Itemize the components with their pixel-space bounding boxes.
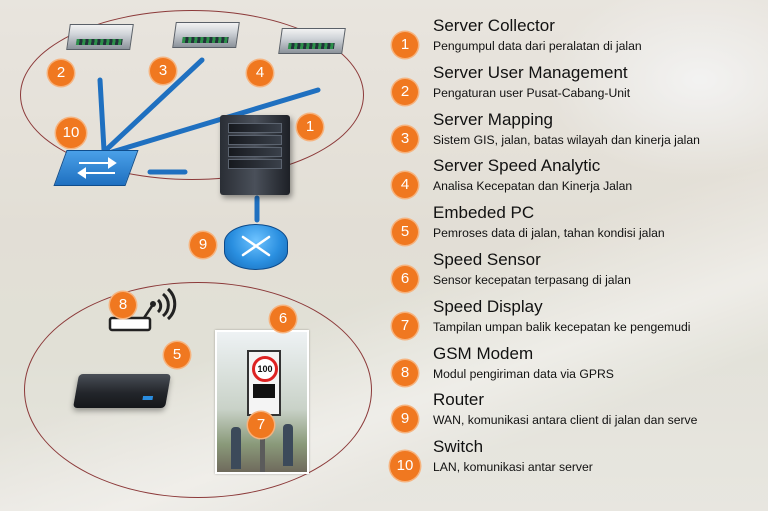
component-legend: 1 Server Collector Pengumpul data dari p… (390, 14, 762, 482)
legend-badge: 5 (392, 219, 418, 246)
legend-desc: Sistem GIS, jalan, batas wilayah dan kin… (433, 132, 700, 147)
badge-6: 6 (270, 306, 296, 332)
legend-item: 1 Server Collector Pengumpul data dari p… (392, 14, 762, 61)
legend-desc: Analisa Kecepatan dan Kinerja Jalan (433, 179, 633, 194)
legend-item: 8 GSM Modem Modul pengiriman data via GP… (392, 342, 762, 389)
legend-badge: 4 (392, 172, 418, 199)
router-icon (224, 224, 288, 270)
legend-title: Server Collector (433, 16, 555, 35)
legend-title: Server User Management (433, 62, 628, 82)
legend-badge: 6 (392, 265, 418, 292)
badge-2: 2 (48, 60, 74, 86)
server-collector-icon (220, 115, 290, 195)
legend-desc: Tampilan umpan balik kecepatan ke pengem… (433, 319, 691, 334)
badge-9: 9 (190, 232, 216, 258)
badge-3: 3 (150, 58, 176, 84)
speed-sign: 100 (247, 350, 281, 416)
legend-item: 10 Switch LAN, komunikasi antar server (390, 435, 762, 482)
badge-4: 4 (247, 60, 273, 86)
speed-limit-value: 100 (252, 356, 278, 382)
legend-title: GSM Modem (433, 343, 534, 363)
legend-desc: LAN, komunikasi antar server (433, 460, 593, 475)
legend-badge: 1 (392, 32, 418, 58)
legend-item: 6 Speed Sensor Sensor kecepatan terpasan… (392, 248, 762, 295)
gsm-modem-icon (108, 288, 177, 332)
server-cluster-ring (20, 10, 364, 180)
legend-item: 9 Router WAN, komunikasi antara client d… (392, 388, 762, 435)
legend-item: 4 Server Speed Analytic Analisa Kecepata… (392, 154, 762, 201)
legend-desc: WAN, komunikasi antara client di jalan d… (433, 413, 698, 428)
legend-title: Speed Display (433, 296, 543, 316)
legend-badge: 7 (392, 312, 418, 339)
legend-title: Switch (433, 437, 484, 457)
badge-1: 1 (297, 114, 323, 140)
server-user-management-icon (66, 24, 134, 50)
legend-desc: Pemroses data di jalan, tahan kondisi ja… (433, 226, 665, 241)
legend-desc: Sensor kecepatan terpasang di jalan (433, 272, 631, 287)
legend-title: Server Speed Analytic (433, 156, 601, 176)
legend-desc: Pengumpul data dari peralatan di jalan (433, 39, 642, 53)
server-speed-analytic-icon (278, 28, 346, 54)
legend-item: 7 Speed Display Tampilan umpan balik kec… (392, 295, 762, 342)
legend-badge: 10 (390, 451, 420, 482)
legend-title: Router (433, 390, 485, 410)
legend-title: Speed Sensor (433, 249, 541, 269)
legend-title: Embeded PC (433, 203, 535, 223)
legend-item: 2 Server User Management Pengaturan user… (392, 61, 762, 108)
badge-10: 10 (56, 118, 86, 148)
legend-badge: 9 (392, 406, 418, 433)
badge-7: 7 (248, 412, 274, 438)
legend-badge: 8 (392, 359, 418, 386)
badge-5: 5 (164, 342, 190, 368)
field-cluster-ring (24, 282, 372, 498)
legend-desc: Pengaturan user Pusat-Cabang-Unit (433, 85, 631, 100)
speed-display-photo: 100 (215, 330, 309, 474)
legend-desc: Modul pengiriman data via GPRS (433, 366, 614, 381)
badge-8: 8 (110, 292, 136, 318)
legend-item: 3 Server Mapping Sistem GIS, jalan, bata… (392, 108, 762, 155)
legend-badge: 3 (392, 125, 418, 152)
embedded-pc-icon (73, 374, 171, 408)
legend-item: 5 Embeded PC Pemroses data di jalan, tah… (392, 201, 762, 248)
switch-icon (53, 150, 139, 186)
legend-badge: 2 (392, 78, 418, 105)
server-mapping-icon (172, 22, 240, 48)
legend-title: Server Mapping (433, 109, 554, 129)
